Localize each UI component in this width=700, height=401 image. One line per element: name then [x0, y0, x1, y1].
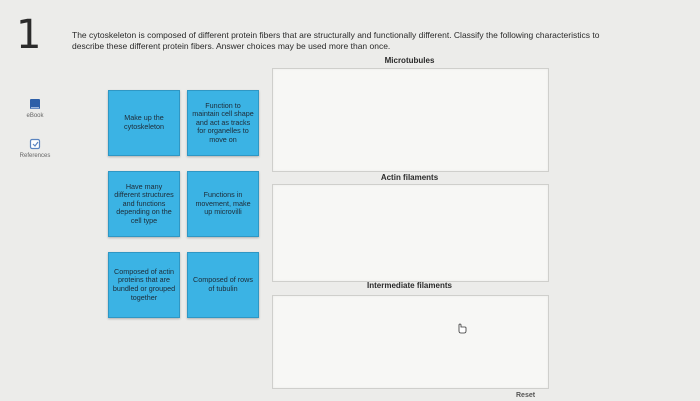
question-number: 1	[16, 12, 42, 58]
actin-filaments-title: Actin filaments	[380, 173, 439, 182]
question-prompt: The cytoskeleton is composed of differen…	[72, 30, 600, 51]
microtubules-title: Microtubules	[384, 56, 435, 65]
answer-tile[interactable]: Composed of rows of tubulin	[187, 252, 259, 318]
ebook-label: eBook	[26, 113, 44, 119]
book-icon	[30, 99, 40, 109]
intermediate-filaments-drop-zone[interactable]	[272, 295, 549, 389]
reset-button[interactable]: Reset	[516, 392, 536, 399]
answer-tile[interactable]: Make up the cytoskeleton	[108, 90, 180, 156]
microtubules-drop-zone[interactable]	[272, 68, 549, 172]
references-label: References	[19, 153, 51, 159]
answer-tile[interactable]: Function to maintain cell shape and act …	[187, 90, 259, 156]
answer-tile[interactable]: Composed of actin proteins that are bund…	[108, 252, 180, 318]
hand-cursor-icon	[458, 323, 467, 334]
ebook-link[interactable]: eBook	[10, 98, 60, 119]
answer-tile[interactable]: Have many different structures and funct…	[108, 171, 180, 237]
answer-tile[interactable]: Functions in movement, make up microvill…	[187, 171, 259, 237]
references-link[interactable]: References	[10, 138, 60, 159]
intermediate-filaments-title: Intermediate filaments	[367, 281, 452, 290]
references-icon	[29, 138, 41, 150]
actin-filaments-drop-zone[interactable]	[272, 184, 549, 282]
